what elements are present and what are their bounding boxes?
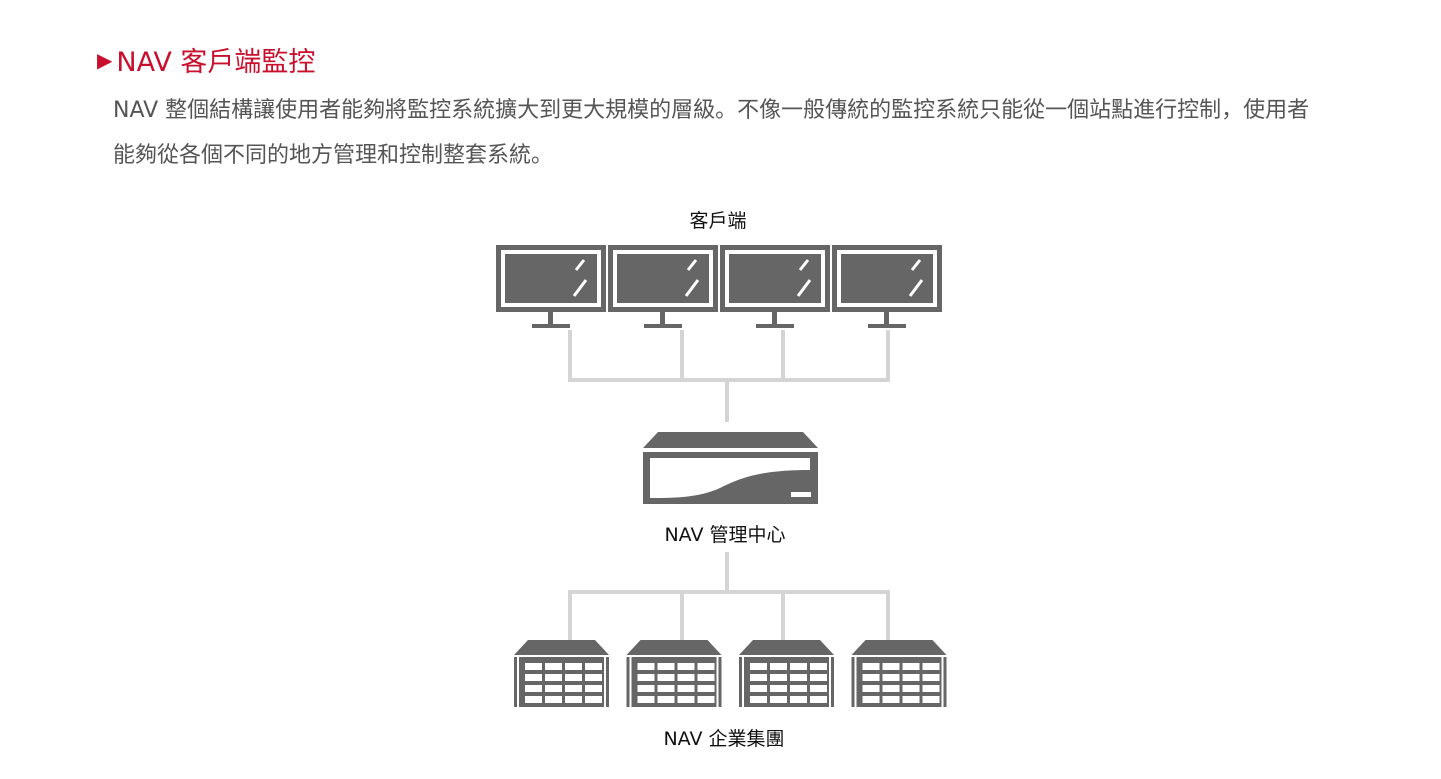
enterprise-label: NAV 企業集團: [663, 728, 785, 750]
section-title: ▶ NAV 客戶端監控: [97, 40, 315, 79]
server-icon: [643, 432, 818, 504]
client-monitor-icon: [832, 245, 942, 328]
client-monitor-icon: [496, 245, 606, 328]
section-paragraph: NAV 整個結構讓使用者能夠將監控系統擴大到更大規模的層級。不像一般傳統的監控系…: [113, 98, 1310, 168]
storage-unit-icon: [739, 640, 834, 707]
client-monitor-icon: [608, 245, 718, 328]
client-monitor-icon: [720, 245, 830, 328]
storage-unit-icon: [514, 640, 609, 707]
triangle-right-icon: ▶: [97, 47, 113, 72]
storage-unit-icon: [851, 640, 947, 707]
section-title-text: NAV 客戶端監控: [116, 47, 316, 78]
center-label: NAV 管理中心: [664, 524, 786, 546]
clients-label: 客戶端: [689, 210, 747, 232]
storage-unit-icon: [626, 640, 722, 707]
connection-lines: [568, 330, 890, 640]
